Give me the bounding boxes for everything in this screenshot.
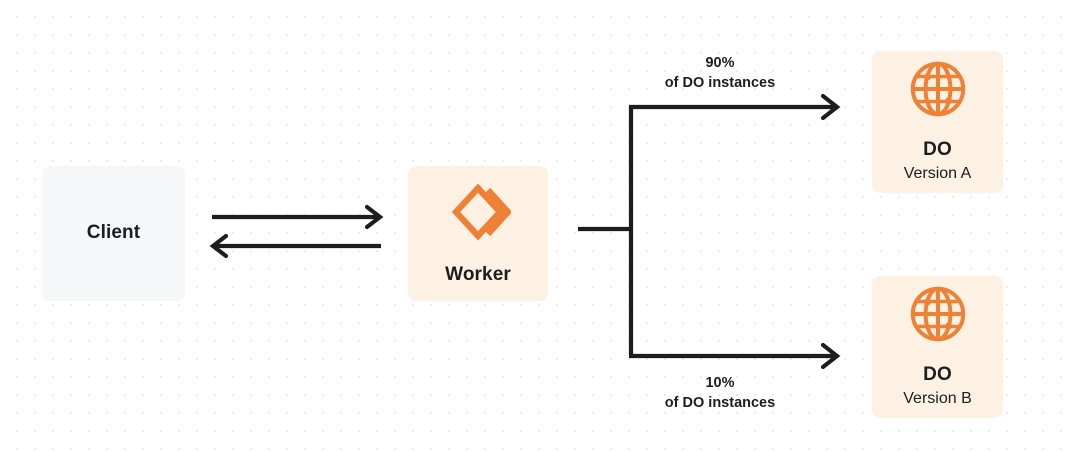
edge-label-do-b-percent: 10%: [705, 375, 735, 391]
node-do-a-version: Version A: [903, 165, 972, 183]
edge-client-to-worker: [212, 204, 384, 230]
edge-label-do-a: 90% of DO instances: [600, 53, 840, 93]
edge-worker-to-client: [209, 233, 381, 259]
node-client-label: Client: [86, 222, 141, 244]
node-do-b-label: DO: [923, 363, 952, 385]
edge-label-do-a-percent: 90%: [705, 55, 735, 71]
edge-label-do-a-caption: of DO instances: [664, 75, 776, 91]
edge-worker-split-bus: [578, 107, 634, 356]
globe-icon: [909, 285, 967, 348]
node-worker-label: Worker: [445, 263, 511, 285]
edge-worker-to-do-b: [629, 342, 841, 370]
node-worker[interactable]: Worker: [408, 166, 548, 301]
cloudflare-workers-icon: [445, 181, 513, 248]
edge-label-do-b: 10% of DO instances: [600, 373, 840, 413]
node-client[interactable]: Client: [42, 166, 185, 301]
node-do-version-b[interactable]: DO Version B: [872, 276, 1003, 418]
edge-label-do-b-caption: of DO instances: [664, 395, 776, 411]
edge-worker-to-do-a: [629, 93, 841, 121]
globe-icon: [909, 60, 967, 123]
node-do-version-a[interactable]: DO Version A: [872, 51, 1003, 193]
node-do-a-label: DO: [923, 138, 952, 160]
node-do-b-version: Version B: [903, 390, 972, 408]
